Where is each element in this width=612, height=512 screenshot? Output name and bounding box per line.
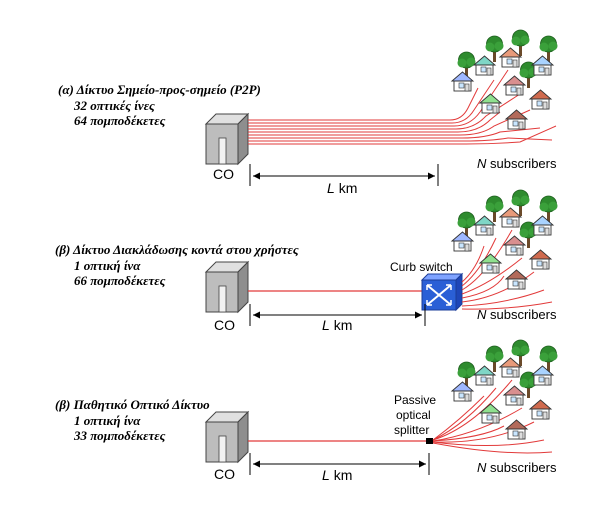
panel-b-curb-switch — [205, 190, 558, 326]
panel-c-transceivers: 33 πομποδέκετες — [74, 428, 166, 443]
panel-a-fibers: 32 οπτικές ίνες — [74, 98, 155, 113]
central-office-icon — [205, 411, 249, 463]
splitter-label-line1: Passive — [394, 393, 437, 407]
panel-c-distance-label: L km — [322, 467, 353, 483]
fiber-bundle — [461, 229, 553, 310]
panel-b-transceivers: 66 πομποδέκετες — [74, 273, 166, 288]
splitter-label-line3: splitter — [394, 423, 430, 437]
subscriber-houses — [452, 340, 558, 439]
panel-b-title: (β) Δίκτυο Διακλάδωσης κοντά στου χρήστε… — [55, 242, 299, 257]
fiber-bundle — [432, 379, 553, 454]
panel-a-subscribers-label: N subscribers — [477, 156, 557, 171]
subscriber-houses — [452, 190, 558, 289]
subscriber-houses — [452, 30, 558, 129]
splitter-label-line2: optical — [396, 408, 431, 422]
panel-a-co-label: CO — [213, 166, 234, 182]
curb-switch-label: Curb switch — [390, 260, 453, 274]
fiber-bundle — [248, 69, 557, 145]
panel-b-subscribers-label: N subscribers — [477, 307, 557, 322]
curb-switch-icon — [420, 272, 464, 312]
panel-a-title: (α) Δίκτυο Σημείο-προς-σημείο (P2P) — [58, 82, 261, 97]
panel-b-fibers: 1 οπτική ίνα — [74, 258, 141, 273]
panel-c-fibers: 1 οπτική ίνα — [74, 413, 141, 428]
panel-a-transceivers: 64 πομποδέκετες — [74, 113, 166, 128]
panel-a-distance-label: L km — [327, 180, 358, 196]
panel-b-distance-label: L km — [322, 317, 353, 333]
panel-b-co-label: CO — [214, 317, 235, 333]
panel-c-co-label: CO — [214, 466, 235, 482]
panel-a-p2p — [205, 30, 558, 186]
central-office-icon — [205, 113, 249, 165]
panel-c-subscribers-label: N subscribers — [477, 460, 557, 475]
panel-c-pon — [205, 340, 558, 475]
central-office-icon — [205, 261, 249, 313]
splitter-icon — [426, 438, 433, 444]
panel-c-title: (β) Παθητικό Οπτικό Δίκτυο — [55, 397, 210, 412]
